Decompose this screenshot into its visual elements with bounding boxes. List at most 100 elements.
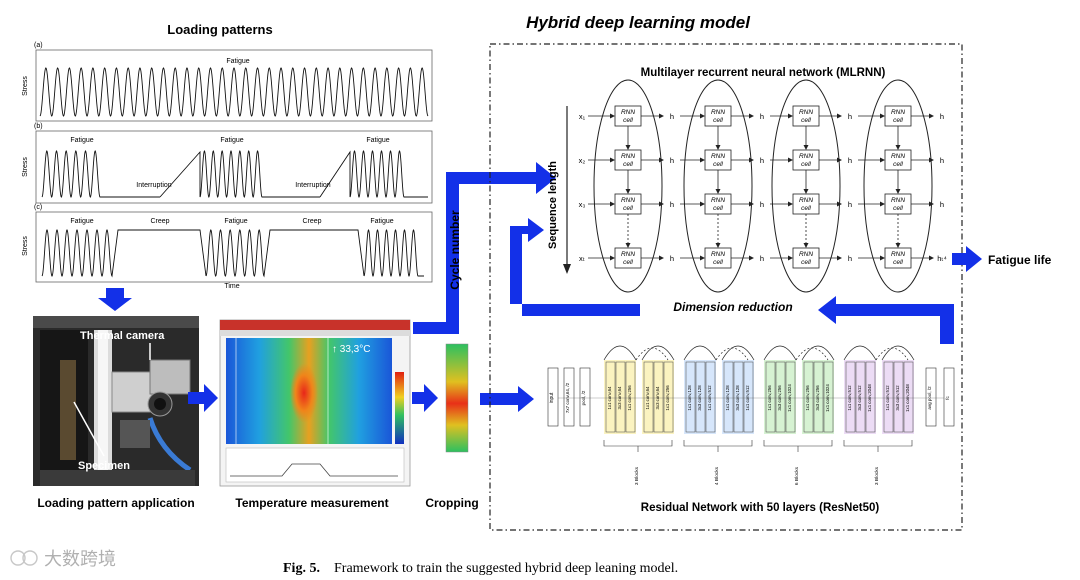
panel-b-tag: (b) — [34, 123, 43, 130]
resnet-fc-label: fc — [945, 396, 950, 400]
rnn-output-arrowhead — [749, 201, 754, 207]
resnet-title: Residual Network with 50 layers (ResNet5… — [641, 502, 880, 514]
resnet-stage-bracket — [603, 440, 673, 447]
panel-b-fatigue-label-1: Fatigue — [70, 137, 93, 144]
resnet-stage2-layer — [743, 361, 754, 433]
rnn-cell-label: cell — [623, 161, 633, 168]
rnn-cell-label: cell — [801, 259, 811, 266]
resnet-skip-connection — [801, 345, 835, 361]
arrow-to-mlrnn — [413, 162, 556, 334]
fatigue-life-label: Fatigue life — [988, 253, 1052, 267]
panel-c-fatigue-label-2: Fatigue — [224, 218, 247, 225]
test-rig-photo — [33, 316, 199, 486]
rnn-cell-label: RNN — [711, 153, 725, 160]
arrow-to-resnet — [480, 386, 534, 412]
rnn-recurrent-arrowhead — [625, 243, 631, 248]
resnet-skip-connection — [641, 345, 675, 361]
dimension-reduction-arrow-left — [510, 218, 640, 316]
mlrnn-layer-1-ellipse — [593, 79, 663, 293]
hidden-state-label: h — [760, 200, 764, 209]
resnet-stage4-layer — [893, 361, 904, 433]
panel-b-fatigue-label-3: Fatigue — [366, 137, 389, 144]
hidden-state-label: h — [670, 200, 674, 209]
rnn-cell-label: RNN — [891, 109, 905, 116]
resnet-stage-bracket — [763, 440, 833, 447]
rnn-output-arrowhead — [929, 255, 934, 261]
resnet-stage2-layer — [705, 361, 716, 433]
rnn-cell-label: cell — [713, 205, 723, 212]
rnn-cell-label: cell — [713, 259, 723, 266]
hidden-state-label: h — [940, 200, 944, 209]
rnn-input-arrowhead — [880, 201, 885, 207]
resnet-stage-bracket — [683, 440, 753, 447]
resnet-stage2-layer-label: 1x1 conv,512 — [707, 385, 712, 411]
rnn-recurrent-arrowhead — [715, 145, 721, 150]
rnn-recurrent-arrowhead — [803, 145, 809, 150]
resnet-stage1-layer — [625, 361, 636, 433]
resnet-stage-bracket — [843, 440, 913, 447]
rnn-output-arrowhead — [837, 157, 842, 163]
resnet-stage-block-count: 4 Blocks — [714, 466, 720, 485]
resnet-stage-block-count: 3 Blocks — [874, 466, 880, 485]
panel-b-interruption-label-2: Interruption — [295, 182, 331, 189]
panel-a-ylabel: Stress — [22, 76, 29, 96]
rnn-cell-label: cell — [623, 117, 633, 124]
resnet-skip-connection — [683, 345, 717, 361]
resnet-stage2-layer-label: 1x1 conv,512 — [745, 385, 750, 411]
rnn-input-arrowhead — [788, 255, 793, 261]
panel-c-fatigue-label-1: Fatigue — [70, 218, 93, 225]
resnet-stage4-layer — [883, 361, 894, 433]
rnn-input-arrowhead — [700, 255, 705, 261]
rnn-cell-label: RNN — [891, 197, 905, 204]
dimension-reduction-label: Dimension reduction — [673, 300, 792, 314]
rnn-recurrent-arrowhead — [625, 145, 631, 150]
resnet-stage2-layer-label: 3x3 conv,128 — [735, 385, 740, 411]
resnet-pool-label: pool, /2 — [581, 390, 586, 405]
resnet-stage4-layer-label: 3x3 conv,512 — [857, 385, 862, 411]
panel-a-fatigue-wave — [39, 67, 429, 117]
rnn-cell-label: RNN — [891, 153, 905, 160]
figure-caption-text: Framework to train the suggested hybrid … — [334, 561, 678, 576]
rnn-cell-label: RNN — [799, 109, 813, 116]
hybrid-model-frame — [489, 43, 963, 531]
panel-a-fatigue-label: Fatigue — [226, 58, 249, 65]
rnn-input-arrowhead — [700, 157, 705, 163]
resnet-stage4-layer — [855, 361, 866, 433]
rnn-input-arrowhead — [788, 113, 793, 119]
resnet-stage3-layer — [765, 361, 776, 433]
arrow-to-measurement — [188, 384, 218, 412]
rnn-output-arrowhead — [929, 157, 934, 163]
mlrnn-input-label-2: x₂ — [579, 156, 586, 165]
resnet-fc-block — [943, 367, 955, 427]
resnet-stage1-layer — [653, 361, 664, 433]
rnn-cell-label: cell — [893, 161, 903, 168]
sequence-length-arrowhead — [563, 264, 571, 274]
rnn-output-arrowhead — [837, 201, 842, 207]
resnet-stage2-layer — [685, 361, 696, 433]
loading-patterns-title: Loading patterns — [167, 22, 272, 37]
resnet-stage3-layer — [785, 361, 796, 433]
resnet-stage1-layer — [605, 361, 616, 433]
hidden-state-label: h — [848, 254, 852, 263]
panel-c-wave — [41, 228, 424, 278]
figure-caption-label: Fig. 5. — [283, 561, 320, 576]
rnn-cell-label: RNN — [799, 197, 813, 204]
resnet-skip-connection-dashed — [795, 347, 829, 361]
resnet-stage4-layer-label: 1x1 conv,2048 — [867, 384, 872, 412]
down-arrow — [98, 288, 132, 311]
resnet-input-label: input — [549, 392, 555, 403]
resnet-stage4-layer — [903, 361, 914, 433]
arrow-to-cropping — [412, 384, 438, 412]
resnet-skip-connection — [881, 345, 915, 361]
panel-c-ylabel: Stress — [22, 236, 29, 256]
resnet-stage3-layer-label: 1x1 conv,1024 — [825, 384, 830, 412]
hidden-state-label: h — [670, 254, 674, 263]
resnet-skip-connection — [721, 345, 755, 361]
caption-loading-application: Loading pattern application — [37, 496, 194, 510]
dimension-reduction-arrow-right — [818, 296, 954, 344]
hidden-state-label: h — [760, 112, 764, 121]
hidden-state-label: h — [848, 200, 852, 209]
resnet-avgpool-label: avg pool, /2 — [927, 386, 932, 410]
rnn-cell-label: cell — [801, 117, 811, 124]
